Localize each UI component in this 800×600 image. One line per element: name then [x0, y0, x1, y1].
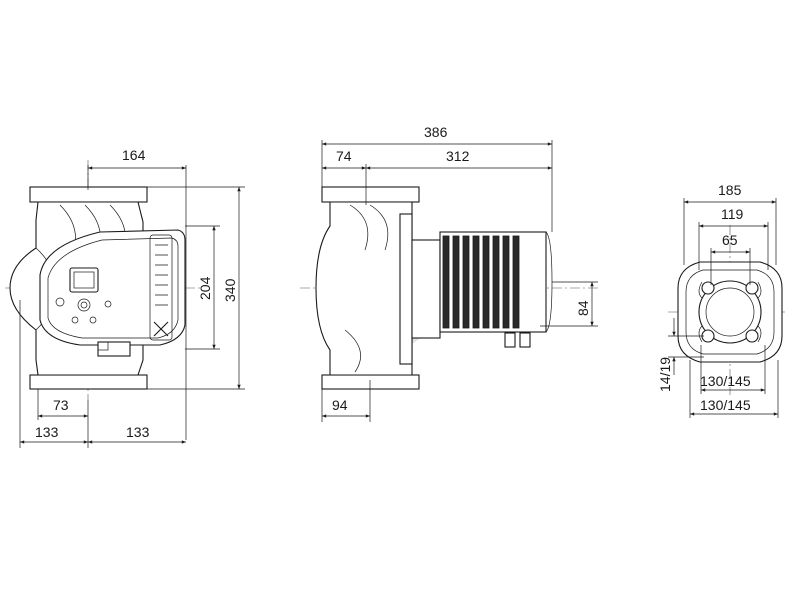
dim-front-133-right: 133	[126, 424, 150, 440]
dim-front-133-left: 133	[35, 424, 59, 440]
dim-flange-185: 185	[718, 182, 742, 198]
dim-flange-130-145-b: 130/145	[700, 397, 751, 413]
dim-flange-14-19: 14/19	[657, 357, 673, 392]
dim-side-74: 74	[336, 148, 352, 164]
front-view: 164 204 340 73 133 133	[5, 147, 245, 448]
dim-flange-65: 65	[722, 232, 738, 248]
flange-view: 185 119 65 14/19 130/145 130/145	[657, 182, 785, 418]
dim-side-386: 386	[424, 124, 448, 140]
dim-front-164: 164	[122, 147, 146, 163]
dim-front-73: 73	[53, 397, 69, 413]
dim-flange-130-145-a: 130/145	[700, 373, 751, 389]
dim-front-204: 204	[197, 276, 213, 300]
dim-side-84: 84	[575, 300, 591, 316]
side-view: 386 74 312 84 94	[300, 124, 600, 422]
dim-side-94: 94	[332, 397, 348, 413]
dim-side-312: 312	[446, 148, 470, 164]
motor-fins	[442, 235, 520, 329]
dim-front-340: 340	[222, 278, 238, 302]
dim-flange-119: 119	[721, 206, 744, 222]
